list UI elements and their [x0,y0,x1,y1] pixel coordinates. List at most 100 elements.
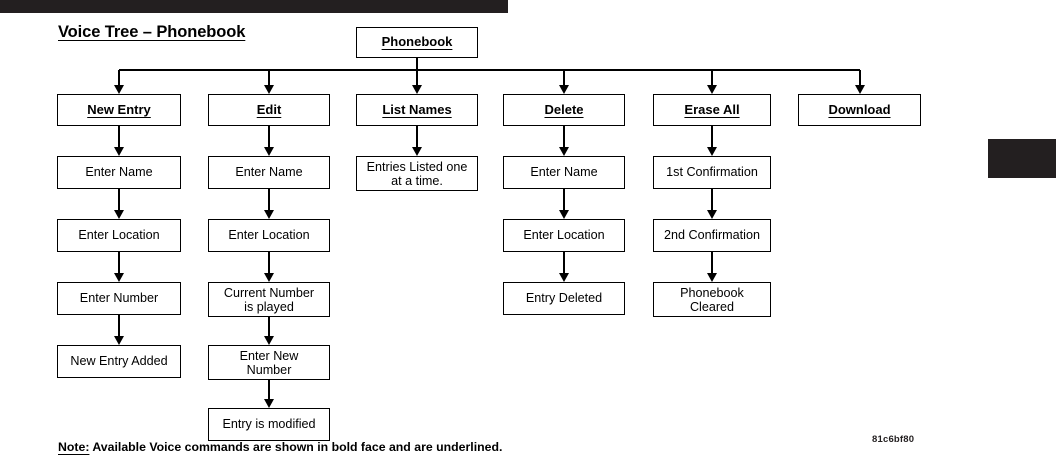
node-label: Phonebook [381,34,453,50]
connector-delete-step-0 [563,126,565,147]
connector-distribution-bus [119,69,860,71]
node-label: Phonebook [680,285,744,300]
header-black-bar [0,0,508,13]
node-label: Current Number [223,285,315,300]
connector-edit-step-0 [268,126,270,147]
node-step-new-entry-0: Enter Name [57,156,181,189]
node-root-phonebook[interactable]: Phonebook [356,27,478,58]
side-index-tab [988,139,1056,178]
connector-erase-all-step-1 [711,189,713,210]
node-step-erase-all-0: 1st Confirmation [653,156,771,189]
arrowhead-icon-delete-step-2 [559,273,569,282]
node-label: New Entry Added [70,354,168,369]
connector-erase-all-step-0 [711,126,713,147]
node-command-download[interactable]: Download [798,94,921,126]
node-command-new-entry[interactable]: New Entry [57,94,181,126]
node-label: Enter Location [228,228,310,243]
legend-note: Note: Available Voice commands are shown… [58,440,502,454]
node-step-delete-1: Enter Location [503,219,625,252]
node-step-delete-2: Entry Deleted [503,282,625,315]
node-step-erase-all-1: 2nd Confirmation [653,219,771,252]
connector-delete-step-2 [563,252,565,273]
arrowhead-icon-new-entry-step-0 [114,147,124,156]
arrowhead-icon-delete-step-1 [559,210,569,219]
node-step-new-entry-1: Enter Location [57,219,181,252]
node-label: Enter Number [79,291,159,306]
node-command-list-names[interactable]: List Names [356,94,478,126]
legend-note-lead: Note: [58,440,90,454]
connector-bus-to-list-names [416,70,418,85]
node-command-delete[interactable]: Delete [503,94,625,126]
arrowhead-icon-erase-all-step-2 [707,273,717,282]
connector-bus-to-edit [268,70,270,85]
node-label: Enter Name [530,165,598,180]
connector-erase-all-step-2 [711,252,713,273]
arrowhead-icon-new-entry-step-2 [114,273,124,282]
node-command-erase-all[interactable]: Erase All [653,94,771,126]
arrowhead-icon-new-entry-step-3 [114,336,124,345]
node-step-edit-0: Enter Name [208,156,330,189]
node-label: Cleared [689,299,735,314]
node-label: Entries Listed one [366,159,468,174]
node-label: is played [244,299,294,314]
connector-bus-to-download [858,70,861,85]
node-command-edit[interactable]: Edit [208,94,330,126]
arrowhead-icon-delete-step-0 [559,147,569,156]
arrowhead-icon-edit-step-3 [264,336,274,345]
legend-note-text: Available Voice commands are shown in bo… [89,440,503,454]
document-code: 81c6bf80 [872,434,915,445]
connector-new-entry-step-0 [118,126,120,147]
node-label: Enter Location [523,228,605,243]
connector-delete-step-1 [563,189,565,210]
arrowhead-icon-erase-all [707,85,717,94]
connector-bus-to-delete [563,70,565,85]
connector-edit-step-2 [268,252,270,273]
node-step-delete-0: Enter Name [503,156,625,189]
arrowhead-icon-delete [559,85,569,94]
node-label: at a time. [391,173,443,188]
arrowhead-icon-edit-step-1 [264,210,274,219]
connector-bus-to-new-entry [118,70,120,85]
arrowhead-icon-list-names-step-0 [412,147,422,156]
node-step-new-entry-3: New Entry Added [57,345,181,378]
node-label: Download [828,101,891,117]
connector-list-names-step-0 [416,126,418,147]
connector-root-down [416,58,418,70]
node-label: Enter Location [78,228,160,243]
connector-new-entry-step-3 [118,315,120,336]
node-label: Entry Deleted [525,291,603,306]
node-label: Erase All [684,101,740,117]
arrowhead-icon-edit [264,85,274,94]
connector-bus-to-erase-all [711,70,713,85]
node-label: Entry is modified [222,417,316,432]
connector-new-entry-step-2 [118,252,120,273]
arrowhead-icon-edit-step-0 [264,147,274,156]
node-label: Enter Name [85,165,153,180]
connector-edit-step-3 [268,317,270,336]
node-step-edit-1: Enter Location [208,219,330,252]
arrowhead-icon-edit-step-2 [264,273,274,282]
node-label: 1st Confirmation [666,165,758,180]
arrowhead-icon-download [854,85,865,94]
arrowhead-icon-erase-all-step-1 [707,210,717,219]
node-label: List Names [382,101,452,117]
arrowhead-icon-new-entry-step-1 [114,210,124,219]
node-label: Edit [256,101,282,117]
node-label: Delete [544,101,584,117]
node-step-new-entry-2: Enter Number [57,282,181,315]
connector-edit-step-4 [268,380,270,399]
arrowhead-icon-edit-step-4 [264,399,274,408]
node-label: Number [246,362,292,377]
arrowhead-icon-new-entry [114,85,124,94]
connector-edit-step-1 [268,189,270,210]
connector-new-entry-step-1 [118,189,120,210]
node-label: 2nd Confirmation [664,228,760,243]
node-step-edit-4: Entry is modified [208,408,330,441]
node-label: Enter Name [235,165,303,180]
node-label: Enter New [239,348,299,363]
